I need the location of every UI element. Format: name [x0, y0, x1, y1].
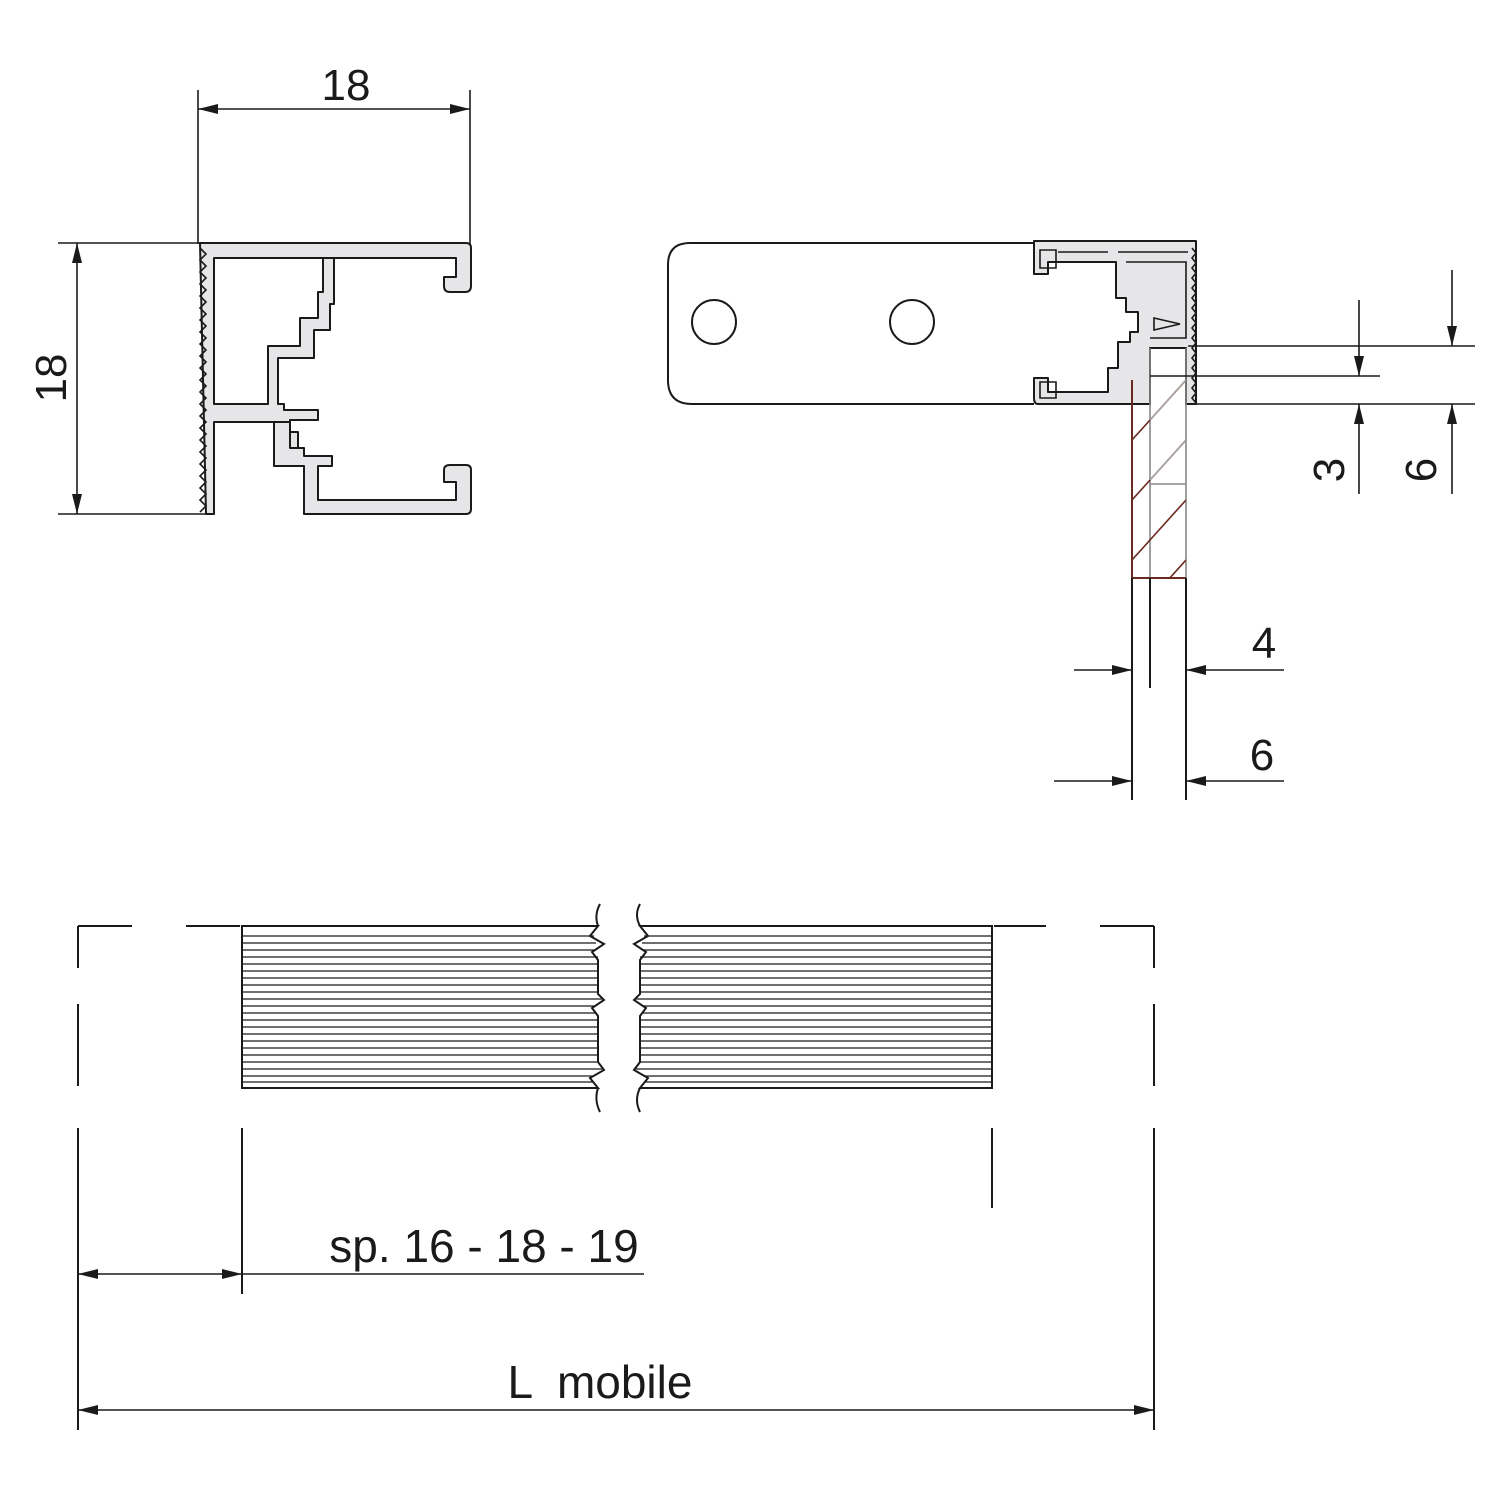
- gasket: [1153, 316, 1181, 332]
- handle-profile-left: [241, 925, 606, 1089]
- width-dimension-value: 18: [322, 61, 371, 110]
- serrated-edge-right: [1190, 247, 1198, 404]
- panel-tab: [667, 242, 1034, 405]
- height-dimension-value: 18: [27, 354, 76, 403]
- screw-hole-right: [889, 299, 935, 345]
- glass-dimension-4: 4: [1252, 619, 1276, 668]
- assembly-section: 3 6 4 6: [667, 240, 1475, 800]
- break-lines: [595, 903, 641, 1113]
- screw-hole-left: [691, 299, 737, 345]
- frame-inner-channel: [1058, 251, 1188, 339]
- profile-lower-leg: [273, 421, 472, 515]
- gap-dimension-6: 6: [1397, 458, 1446, 482]
- cabinet-outline-dashed: [77, 925, 1155, 1430]
- glass-panel: [1131, 348, 1187, 800]
- frame-hook-lower: [1039, 381, 1057, 399]
- serrated-grip-edge: [198, 247, 208, 513]
- length-label: L mobile: [508, 1356, 693, 1408]
- profile-cross-section: 18 18: [27, 61, 472, 515]
- aluminium-profile: [199, 242, 472, 515]
- thickness-label: sp. 16 - 18 - 19: [329, 1220, 638, 1272]
- handle-profile-right: [632, 925, 993, 1089]
- front-elevation: sp. 16 - 18 - 19 L mobile: [77, 903, 1155, 1430]
- frame-hook-upper: [1039, 249, 1057, 269]
- glass-dimension-6: 6: [1250, 731, 1274, 780]
- gap-dimension-3: 3: [1305, 458, 1354, 482]
